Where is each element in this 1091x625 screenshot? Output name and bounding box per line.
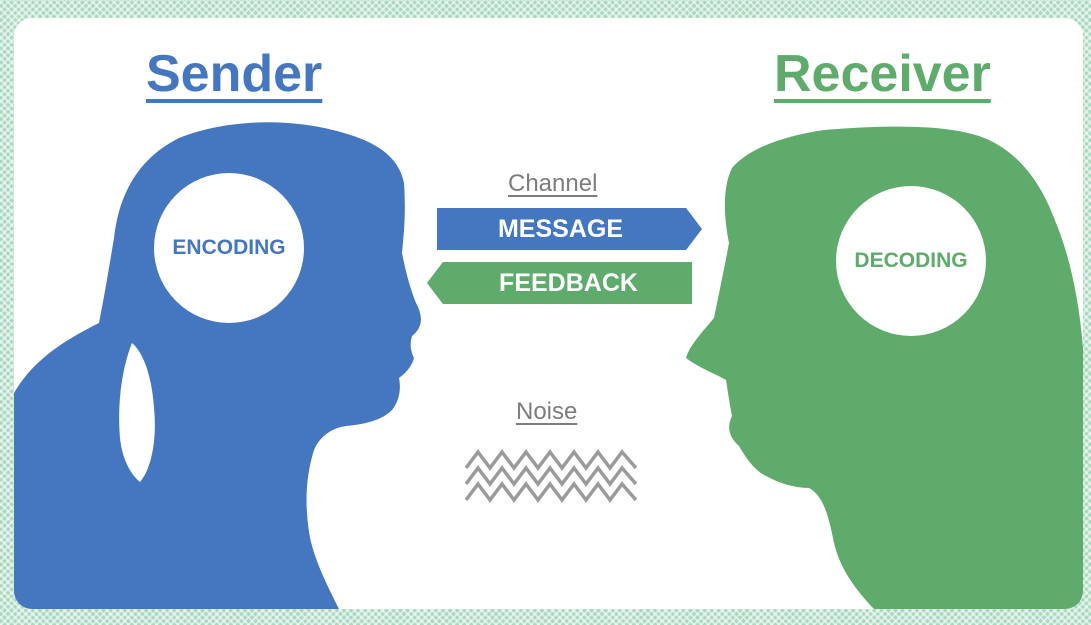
decoding-circle: DECODING [836,186,986,336]
message-label: MESSAGE [497,214,624,243]
noise-label: Noise [516,398,578,425]
zigzag-noise-icon [464,449,638,503]
encoding-circle: ENCODING [154,173,304,323]
feedback-label: FEEDBACK [499,268,638,297]
decoding-label: DECODING [854,249,968,272]
channel-label: Channel [508,170,598,197]
woman-silhouette-icon [14,122,421,609]
diagram-panel: Sender Receiver ENCODING DECODING Channe… [14,18,1083,609]
feedback-arrow: FEEDBACK [427,262,692,304]
message-arrow: MESSAGE [437,208,702,250]
receiver-title: Receiver [774,45,991,103]
encoding-label: ENCODING [172,236,286,259]
sender-title: Sender [146,45,323,103]
